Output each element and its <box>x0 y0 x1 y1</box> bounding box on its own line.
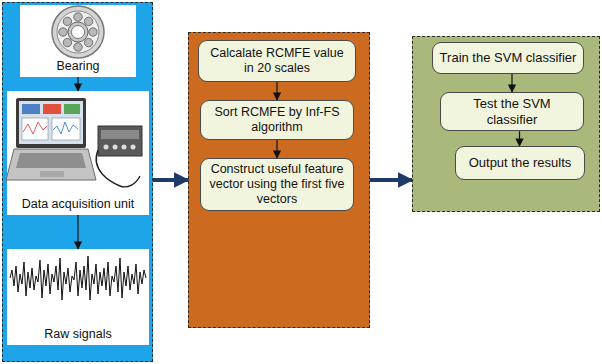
process-box: Construct useful feature vector using th… <box>200 158 354 211</box>
figure-box: Raw signals <box>7 249 149 345</box>
panel-ground <box>188 32 370 328</box>
data-acquisition-picture <box>6 91 149 215</box>
flow-arrow <box>77 77 78 91</box>
node-label: Data acquisition unit <box>20 197 137 212</box>
panel-ground <box>412 36 600 212</box>
flow-arrow <box>276 82 277 100</box>
node-label: Output the results <box>469 155 572 171</box>
node-label: Test the SVM classifier <box>447 96 577 127</box>
process-box: Train the SVM classifier <box>432 42 584 74</box>
panel-ground <box>2 2 153 362</box>
flow-arrow <box>519 131 520 146</box>
node-label: Bearing <box>54 59 101 74</box>
flow-arrow <box>511 74 512 92</box>
node-label: Raw signals <box>42 327 113 342</box>
figure-box: Bearing <box>20 5 136 77</box>
node-label: Calcalate RCMFE value in 20 scales <box>205 46 349 76</box>
flow-arrow <box>153 178 188 182</box>
process-box: Test the SVM classifier <box>440 92 584 131</box>
process-box: Sort RCMFE by Inf-FS algorithm <box>200 100 354 140</box>
process-box: Calcalate RCMFE value in 20 scales <box>198 40 356 82</box>
node-label: Construct useful feature vector using th… <box>207 162 347 207</box>
stage-panel: Calcalate RCMFE value in 20 scalesSort R… <box>188 32 370 328</box>
flow-arrow <box>370 178 412 182</box>
node-label: Sort RCMFE by Inf-FS algorithm <box>207 105 347 135</box>
bearing-picture <box>20 5 136 77</box>
process-box: Output the results <box>455 146 585 180</box>
stage-panel: Train the SVM classifierTest the SVM cla… <box>412 36 600 212</box>
figure-box: Data acquisition unit <box>7 91 149 215</box>
node-label: Train the SVM classifier <box>440 50 577 66</box>
flow-arrow <box>276 140 277 158</box>
stage-panel: BearingData acquisition unitRaw signals <box>2 2 153 362</box>
flow-arrow <box>77 215 78 249</box>
raw-signal-picture <box>7 249 149 345</box>
